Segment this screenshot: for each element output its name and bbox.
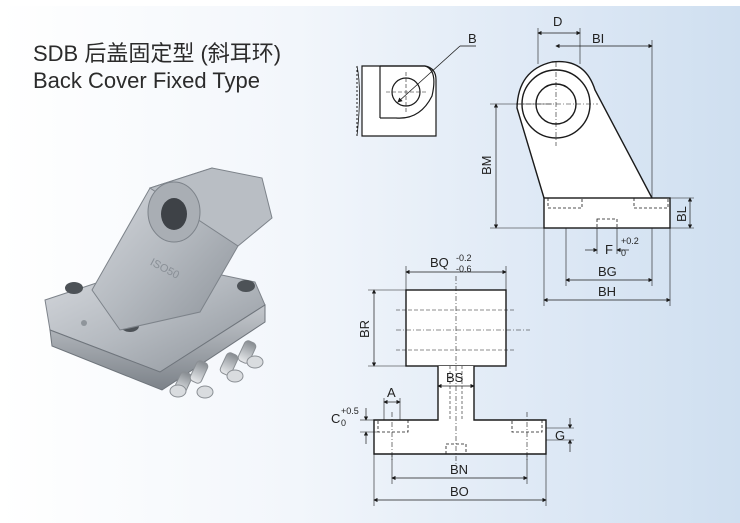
dim-tol-f-lower: 0 [621, 248, 626, 258]
pin-hole [161, 198, 187, 230]
dim-label-f: F [605, 242, 613, 257]
dim-tol-bq-lower: -0.6 [456, 264, 472, 274]
dim-label-bg: BG [598, 264, 617, 279]
dim-label-c: C [331, 411, 340, 426]
dim-label-bs: BS [446, 370, 464, 385]
detail-view-b [356, 45, 476, 137]
dim-label-bm: BM [479, 156, 494, 176]
product-illustration: ISO50 [44, 167, 273, 399]
front-view [360, 266, 574, 506]
dim-label-a: A [387, 385, 396, 400]
dim-label-bn: BN [450, 462, 468, 477]
dim-label-d: D [553, 14, 562, 29]
dim-label-b: B [468, 31, 477, 46]
top-border [0, 0, 740, 6]
dim-label-bl: BL [674, 206, 689, 222]
title-chinese: SDB 后盖固定型 (斜耳环) [33, 41, 282, 66]
dim-label-g: G [555, 428, 565, 443]
mounting-hole [65, 282, 83, 294]
dim-tol-f-upper: +0.2 [621, 236, 639, 246]
mounting-hole [237, 280, 255, 292]
dim-label-br: BR [357, 320, 372, 338]
dim-tol-c-lower: 0 [341, 418, 346, 428]
side-view [490, 28, 694, 306]
dim-tol-bq-upper: -0.2 [456, 253, 472, 263]
page-title: SDB 后盖固定型 (斜耳环) Back Cover Fixed Type [33, 40, 281, 94]
dim-label-bq: BQ [430, 255, 449, 270]
dim-label-bo: BO [450, 484, 469, 499]
dim-label-bh: BH [598, 284, 616, 299]
dim-label-bi: BI [592, 31, 604, 46]
screws [169, 340, 264, 399]
title-english: Back Cover Fixed Type [33, 68, 261, 93]
dim-tol-c-upper: +0.5 [341, 406, 359, 416]
